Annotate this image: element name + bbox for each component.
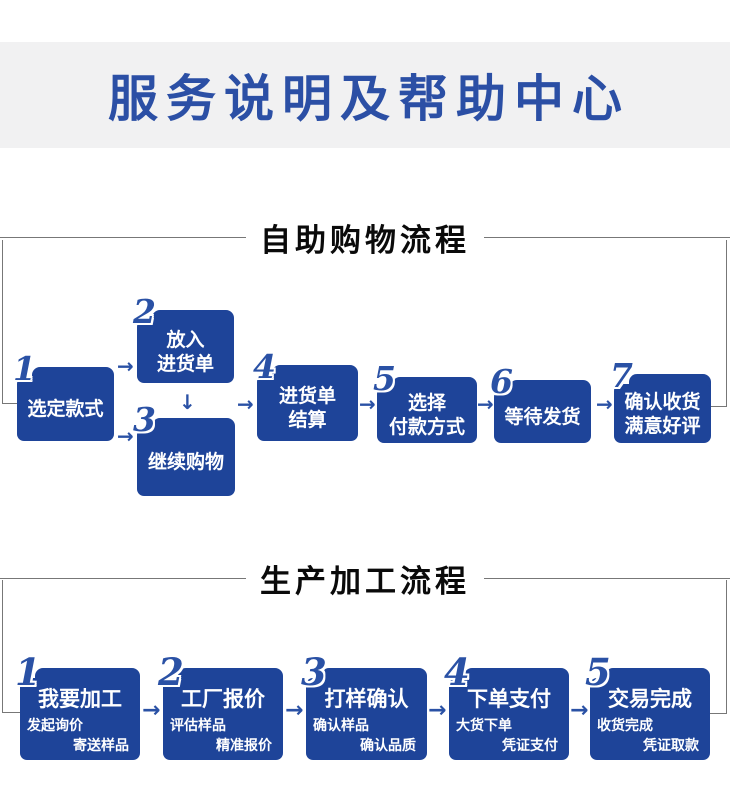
connector-line: [2, 403, 18, 404]
step-label: 确认收货: [624, 390, 701, 413]
shopping-step-3-box: 3 继续购物: [133, 403, 235, 496]
arrow-right-icon: →: [285, 698, 304, 723]
arrow-right-icon: →: [117, 354, 134, 378]
arrow-right-icon: →: [428, 698, 447, 723]
connector-line: [726, 580, 727, 713]
arrow-right-icon: →: [237, 392, 254, 416]
step-label: 选择: [407, 392, 446, 414]
step-subtext: 确认品质: [360, 738, 416, 754]
step-number: 1: [15, 650, 41, 694]
step-subtext: 精准报价: [216, 738, 272, 754]
connector-line: [709, 713, 727, 714]
heading-line-left: [0, 236, 246, 238]
step-subtext: 发起询价: [27, 718, 83, 734]
production-step-2-box: 2 工厂报价 评估样品 精准报价: [158, 654, 283, 760]
arrow-right-icon: →: [142, 698, 161, 723]
production-step-4-box: 4 下单支付 大货下单 凭证支付: [444, 654, 569, 760]
step-label: 结算: [288, 409, 327, 431]
arrow-right-icon: →: [570, 698, 589, 723]
arrow-right-icon: →: [477, 392, 494, 416]
step-subtext: 凭证取款: [643, 738, 699, 754]
connector-line: [2, 712, 21, 713]
connector-line: [709, 406, 727, 407]
step-title: 我要加工: [38, 687, 122, 711]
shopping-step-7-box: 7 确认收货 满意好评: [610, 359, 711, 443]
step-label: 进货单: [278, 385, 336, 407]
production-step-1-box: 1 我要加工 发起询价 寄送样品: [15, 654, 140, 760]
arrow-right-icon: →: [359, 392, 376, 416]
step-number: 7: [610, 356, 633, 395]
production-step-3-box: 3 打样确认 确认样品 确认品质: [301, 654, 427, 760]
shopping-step-1-box: 1 选定款式: [13, 352, 114, 441]
shopping-flow-heading: 自助购物流程: [260, 222, 470, 259]
shopping-flow-heading-row: 自助购物流程: [0, 216, 730, 259]
connector-line: [2, 580, 3, 712]
heading-line-left: [0, 577, 246, 579]
step-title: 交易完成: [608, 687, 692, 711]
production-flow-heading-row: 生产加工流程: [0, 557, 730, 600]
step-number: 5: [585, 650, 611, 694]
title-banner: 服务说明及帮助中心: [0, 42, 730, 148]
arrow-down-icon: ↓: [179, 390, 196, 414]
step-label: 等待发货: [504, 405, 581, 428]
shopping-step-4-box: 4 进货单 结算: [253, 350, 358, 441]
step-number: 3: [301, 650, 327, 694]
step-number: 6: [490, 362, 513, 401]
step-number: 1: [13, 349, 36, 388]
step-subtext: 大货下单: [456, 718, 512, 734]
step-number: 5: [373, 359, 396, 398]
shopping-step-5-box: 5 选择 付款方式: [373, 362, 477, 443]
arrow-right-icon: →: [596, 392, 613, 416]
step-title: 打样确认: [324, 687, 409, 711]
step-label: 放入: [166, 328, 205, 351]
step-subtext: 评估样品: [170, 718, 226, 734]
step-subtext: 寄送样品: [73, 738, 129, 754]
heading-line-right: [484, 236, 730, 238]
step-subtext: 收货完成: [597, 718, 653, 734]
step-label: 满意好评: [624, 414, 701, 437]
production-step-5-box: 5 交易完成 收货完成 凭证取款: [585, 654, 710, 760]
step-number: 4: [253, 347, 276, 386]
step-number: 2: [133, 292, 156, 331]
connector-line: [726, 240, 727, 407]
step-subtext: 凭证支付: [502, 738, 558, 754]
step-label: 选定款式: [27, 398, 104, 420]
step-label: 进货单: [156, 352, 214, 375]
step-number: 2: [158, 650, 184, 694]
arrow-right-icon: →: [117, 424, 134, 448]
step-number: 3: [133, 400, 156, 439]
connector-line: [2, 240, 3, 403]
production-flow-heading: 生产加工流程: [260, 563, 470, 600]
page-title: 服务说明及帮助中心: [108, 70, 630, 128]
heading-line-right: [484, 577, 730, 579]
step-number: 4: [444, 650, 470, 694]
shopping-step-6-box: 6 等待发货: [490, 365, 591, 443]
shopping-step-2-box: 2 放入 进货单: [133, 295, 234, 383]
step-title: 工厂报价: [181, 687, 265, 711]
step-subtext: 确认样品: [313, 718, 369, 734]
step-label: 付款方式: [388, 416, 465, 438]
step-label: 继续购物: [147, 451, 224, 473]
step-title: 下单支付: [467, 687, 551, 711]
